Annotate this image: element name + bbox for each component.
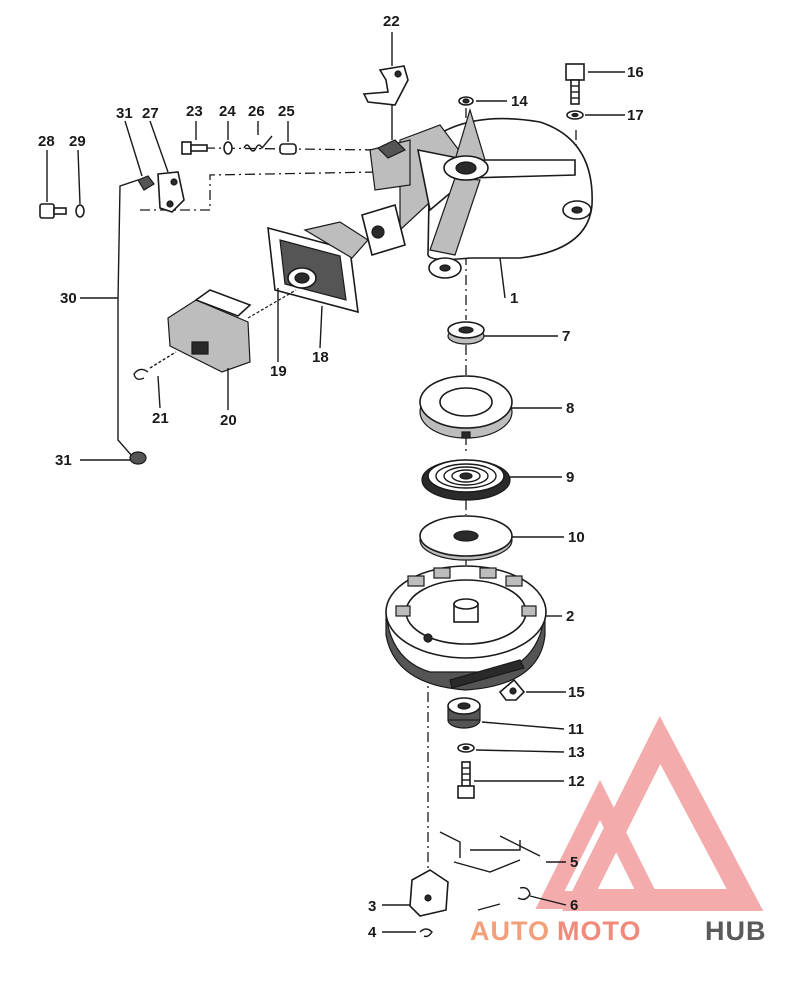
- callout-21: 21: [152, 410, 169, 427]
- callout-4: 4: [368, 924, 377, 941]
- callout-13: 13: [568, 744, 585, 761]
- washer-13-part: [457, 743, 475, 753]
- starter-lever: [362, 65, 409, 140]
- spring-part: [243, 135, 273, 152]
- callout-31-top: 31: [116, 105, 133, 122]
- bolt-part: [565, 63, 585, 105]
- clip-part: [137, 175, 155, 191]
- link-rod-part: [117, 179, 147, 465]
- pawl-spring-part: [439, 831, 541, 873]
- callout-3: 3: [368, 898, 376, 915]
- callout-22: 22: [383, 13, 400, 30]
- bushing-part: [279, 143, 297, 155]
- callout-5: 5: [570, 854, 578, 871]
- pawl-retainer-part: [447, 697, 481, 729]
- callout-9: 9: [566, 469, 574, 486]
- callout-2: 2: [566, 608, 574, 625]
- callout-17: 17: [627, 107, 644, 124]
- callout-25: 25: [278, 103, 295, 120]
- callout-16: 16: [627, 64, 644, 81]
- callout-18: 18: [312, 349, 329, 366]
- bushing-7-part: [447, 321, 485, 345]
- handle-part: [167, 289, 252, 373]
- callout-24: 24: [219, 103, 236, 120]
- callout-8: 8: [566, 400, 574, 417]
- callout-14: 14: [511, 93, 528, 110]
- nut-part: [458, 96, 474, 106]
- rope-guide-part: [267, 221, 369, 314]
- bolt-small-part: [39, 203, 67, 219]
- callout-15: 15: [568, 684, 585, 701]
- callout-6: 6: [570, 897, 578, 914]
- callout-28: 28: [38, 133, 55, 150]
- watermark-text: AUTO MOTO HUB: [470, 916, 767, 946]
- pawl-part: [409, 869, 449, 917]
- callout-1: 1: [510, 290, 518, 307]
- recoil-spring-part: [421, 459, 511, 501]
- watermark-triangle-small: [535, 779, 665, 909]
- watermark-auto: AUTO: [470, 916, 550, 946]
- plate-part: [419, 515, 513, 561]
- callout-25-a: 26: [248, 103, 265, 120]
- leader-lines: [46, 32, 625, 933]
- callout-23: 23: [186, 103, 203, 120]
- callout-7: 7: [562, 328, 570, 345]
- callout-numbers: 1 2 3 4 5 6 7 8 9 10 11 12 13 14 15 16 1…: [38, 13, 644, 941]
- callout-27: 27: [142, 105, 159, 122]
- pulley-part: [385, 565, 547, 691]
- callout-19: 19: [270, 363, 287, 380]
- watermark-hub: HUB: [705, 916, 767, 946]
- starter-housing: [361, 107, 593, 279]
- callout-30: 30: [60, 290, 77, 307]
- bolt-12-part: [457, 761, 475, 799]
- callout-20: 20: [220, 412, 237, 429]
- callout-29: 29: [69, 133, 86, 150]
- washer-part: [223, 141, 233, 155]
- callout-11: 11: [568, 721, 584, 738]
- spring-housing-part: [419, 375, 513, 439]
- callout-10: 10: [568, 529, 585, 546]
- watermark-moto: MOTO: [557, 916, 642, 946]
- retainer-part: [498, 678, 526, 701]
- washer-small-part: [75, 204, 85, 218]
- spring-6-part: [477, 886, 531, 911]
- screw-part: [181, 141, 208, 155]
- rope-part: [133, 289, 297, 381]
- lock-washer-part: [566, 110, 584, 120]
- bracket-part: [157, 171, 185, 213]
- watermark-logo: [535, 715, 764, 911]
- callout-31-bottom: 31: [55, 452, 72, 469]
- clip-4-part: [419, 928, 433, 938]
- callout-12: 12: [568, 773, 585, 790]
